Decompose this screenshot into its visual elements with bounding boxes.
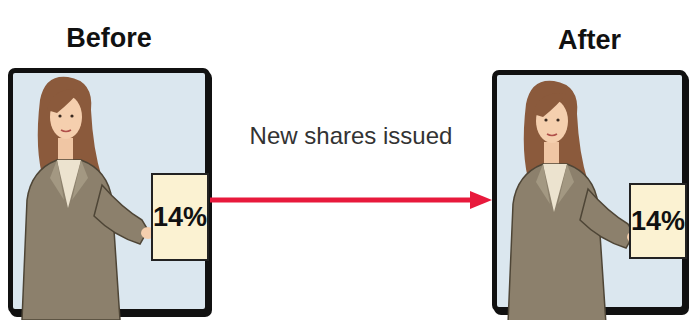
percent-value: 14%	[631, 206, 685, 237]
arrow-label: New shares issued	[250, 122, 453, 150]
arrow-head	[470, 191, 492, 209]
panel-heading: Before	[0, 23, 225, 54]
flow-arrow	[210, 198, 474, 203]
percent-sign-board: 14%	[629, 183, 687, 259]
panel-heading: After	[477, 25, 691, 56]
percent-sign-board: 14%	[151, 173, 209, 261]
percent-value: 14%	[153, 202, 207, 233]
